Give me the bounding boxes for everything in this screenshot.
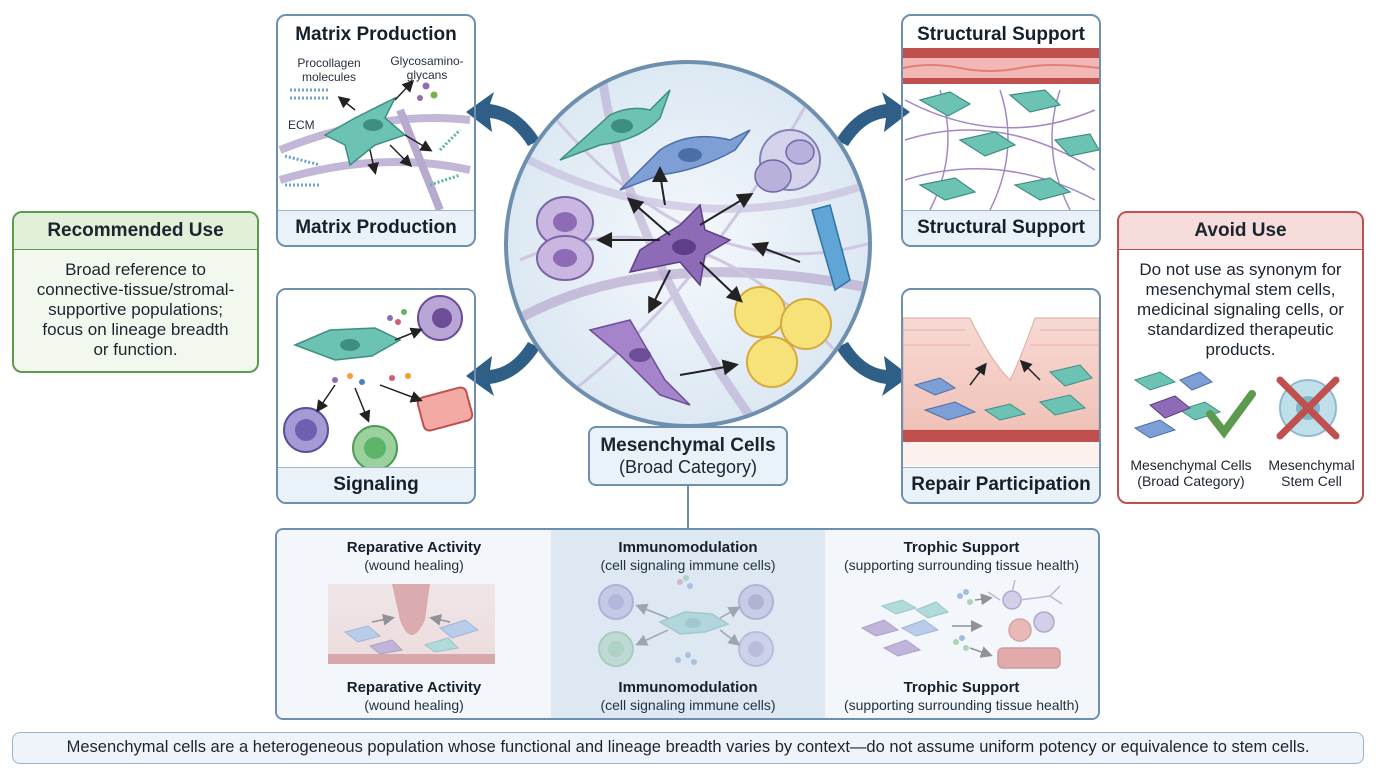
- recommended-use-box: Recommended Use Broad reference to conne…: [12, 211, 259, 373]
- matrix-illustration: [278, 79, 471, 212]
- function-col-reparative: Reparative Activity (wound healing) Repa…: [277, 530, 551, 718]
- reparative-bottom-title: Reparative Activity: [346, 679, 482, 696]
- repair-illustration: [902, 317, 1100, 466]
- recommended-use-text: Broad reference to connective-tissue/str…: [36, 260, 235, 359]
- flow-arrows: [466, 92, 910, 396]
- repair-participation-panel: Repair Participation: [901, 288, 1101, 504]
- function-col-trophic: Trophic Support (supporting surrounding …: [825, 530, 1098, 718]
- avoid-illustration: [1133, 371, 1340, 440]
- structural-support-title: Structural Support: [917, 24, 1085, 45]
- functions-strip: Reparative Activity (wound healing) Repa…: [275, 528, 1100, 720]
- avoid-left-label: Mesenchymal Cells (Broad Category): [1130, 457, 1252, 489]
- trophic-bottom-subtitle: (supporting surrounding tissue health): [843, 697, 1080, 713]
- reparative-subtitle: (wound healing): [364, 557, 464, 573]
- check-icon: [1206, 390, 1256, 439]
- structural-support-panel: Structural Support Structural Support: [901, 14, 1101, 247]
- trophic-title: Trophic Support: [903, 539, 1020, 556]
- cross-icon: [1276, 376, 1340, 440]
- ecm-label: ECM: [288, 118, 315, 132]
- central-cell-circle: [504, 60, 872, 428]
- center-title: Mesenchymal Cells: [600, 435, 776, 456]
- immunomodulation-subtitle: (cell signaling immune cells): [600, 557, 776, 573]
- avoid-use-title: Avoid Use: [1119, 213, 1362, 250]
- immunomodulation-bottom-subtitle: (cell signaling immune cells): [600, 697, 776, 713]
- repair-participation-footer: Repair Participation: [903, 467, 1099, 502]
- matrix-production-title: Matrix Production: [295, 24, 457, 45]
- center-subtitle: (Broad Category): [618, 457, 758, 477]
- matrix-production-footer: Matrix Production: [278, 210, 474, 245]
- function-col-immunomodulation: Immunomodulation (cell signaling immune …: [551, 530, 825, 718]
- reparative-bottom-subtitle: (wound healing): [364, 697, 464, 713]
- reparative-title: Reparative Activity: [346, 539, 482, 556]
- signaling-footer: Signaling: [278, 467, 474, 502]
- matrix-production-panel: Matrix Production Procollagen molecules …: [276, 14, 476, 247]
- avoid-use-box: Avoid Use Do not use as synonym for mese…: [1117, 211, 1364, 504]
- arrow-to-matrix-icon: [466, 92, 540, 146]
- avoid-use-text: Do not use as synonym for mesenchymal st…: [1137, 260, 1344, 359]
- center-label: Mesenchymal Cells (Broad Category): [588, 426, 788, 486]
- structural-support-footer: Structural Support: [903, 210, 1099, 245]
- footer-note: Mesenchymal cells are a heterogeneous po…: [12, 732, 1364, 764]
- trophic-bottom-title: Trophic Support: [903, 679, 1020, 696]
- arrow-to-signaling-icon: [466, 342, 540, 396]
- immunomodulation-title: Immunomodulation: [618, 539, 758, 556]
- immunomodulation-bottom-title: Immunomodulation: [618, 679, 758, 696]
- signaling-illustration: [283, 295, 474, 471]
- procollagen-label: Procollagen molecules: [297, 56, 361, 84]
- arrow-to-repair-icon: [836, 342, 910, 396]
- signaling-panel: Signaling: [276, 288, 476, 504]
- footer-note-text: Mesenchymal cells are a heterogeneous po…: [66, 738, 1310, 756]
- trophic-subtitle: (supporting surrounding tissue health): [843, 557, 1080, 573]
- recommended-use-title: Recommended Use: [14, 213, 257, 250]
- arrow-to-structural-icon: [836, 92, 910, 146]
- avoid-right-label: Mesenchymal Stem Cell: [1268, 457, 1355, 489]
- glycosaminoglycans-label: Glycosamino- glycans: [390, 54, 464, 82]
